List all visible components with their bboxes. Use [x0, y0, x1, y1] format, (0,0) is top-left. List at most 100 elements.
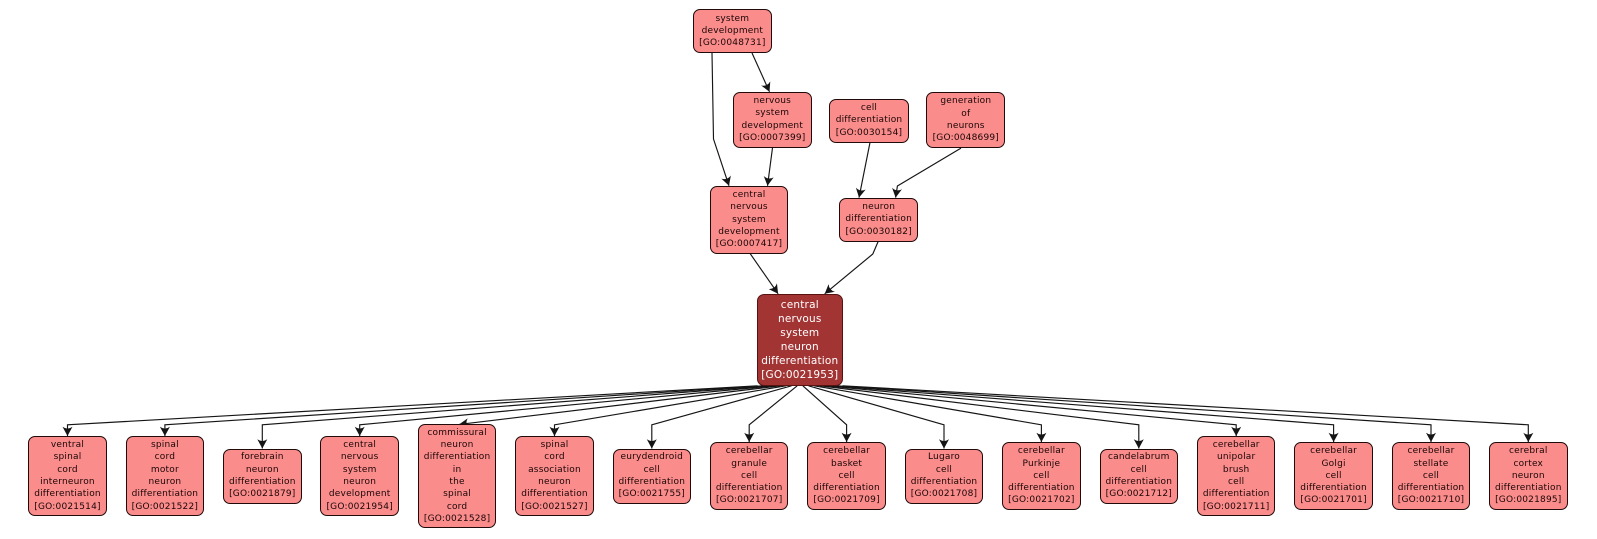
- node-term-word: neuron: [538, 477, 571, 487]
- edge-go-0030182-to-go-0021953: [824, 241, 879, 295]
- edge-go-0007417-to-go-0021953: [749, 253, 779, 295]
- node-go-id: [GO:0048699]: [932, 133, 1000, 144]
- node-term-word: of: [961, 108, 971, 119]
- node-term-word: ventral: [50, 440, 85, 451]
- node-go-id: [GO:0021528]: [423, 513, 491, 524]
- node-term-word: development: [701, 25, 764, 36]
- node-go-id: [GO:0021522]: [131, 501, 199, 512]
- node-term-word: Golgi: [1321, 458, 1346, 469]
- node-term-word: system: [342, 464, 377, 475]
- node-term-word: cell: [1325, 470, 1342, 481]
- node-term-word: cord: [154, 452, 176, 463]
- node-term-word: neurons: [946, 121, 985, 132]
- node-go-id: [GO:0030154]: [835, 127, 903, 138]
- node-term-word: cerebellar: [1212, 440, 1260, 451]
- node-term-word: generation: [940, 96, 992, 107]
- edge-go-0021953-to-go-0021701: [831, 385, 1339, 442]
- node-term-word: cell: [643, 464, 660, 475]
- node-term-word: cerebellar: [725, 446, 773, 457]
- node-term-word: differentiation: [1105, 477, 1173, 487]
- node-term-word: differentiation: [761, 354, 839, 367]
- node-term-word: differentiation: [228, 477, 296, 487]
- node-go-id: [GO:0021709]: [813, 495, 880, 506]
- node-go-id: [GO:0021879]: [229, 489, 296, 500]
- node-term-word: differentiation: [1397, 483, 1465, 494]
- edge-go-0021953-to-go-0021522: [159, 385, 764, 436]
- node-go-id: [GO:0021954]: [326, 501, 393, 512]
- node-term-word: spinal: [53, 452, 82, 463]
- node-term-word: cerebellar: [1017, 446, 1065, 457]
- node-go-id: [GO:0021755]: [618, 489, 686, 500]
- node-go-id: [GO:0007417]: [715, 239, 783, 250]
- edge-go-0021953-to-go-0021527: [549, 385, 786, 436]
- edge-go-0021953-to-go-0021895: [842, 385, 1534, 442]
- node-term-word: nervous: [753, 96, 792, 107]
- node-go-id: [GO:0021702]: [1008, 495, 1075, 506]
- node-go-id: [GO:0021527]: [521, 501, 588, 512]
- node-term-word: cord: [57, 464, 78, 475]
- node-go-id: [GO:0021701]: [1300, 495, 1367, 506]
- node-term-word: cell: [1130, 464, 1147, 475]
- node-go-id: [GO:0021712]: [1105, 489, 1173, 500]
- node-term-word: differentiation: [845, 214, 912, 225]
- node-term-word: in: [452, 464, 462, 475]
- node-term-word: cortex: [1513, 458, 1544, 469]
- node-term-word: commissural: [427, 427, 487, 438]
- node-go-id: [GO:0021711]: [1202, 501, 1270, 512]
- node-go-id: [GO:0030182]: [845, 226, 912, 237]
- node-term-word: development: [718, 226, 780, 237]
- edge-go-0021953-to-go-0021702: [814, 385, 1047, 442]
- node-term-word: cell: [935, 464, 953, 475]
- node-term-word: unipolar: [1216, 452, 1256, 463]
- edge-go-0048699-to-go-0030182: [892, 147, 962, 198]
- node-term-word: differentiation: [715, 483, 783, 494]
- node-term-word: cell: [838, 470, 855, 481]
- node-term-word: differentiation: [1300, 483, 1367, 494]
- node-term-word: granule: [731, 458, 768, 469]
- node-term-word: central: [780, 298, 819, 311]
- node-term-word: cell: [860, 103, 878, 113]
- edge-go-0021953-to-go-0021709: [802, 385, 852, 442]
- node-term-word: differentiation: [813, 483, 880, 494]
- node-go-id: [GO:0021514]: [34, 501, 101, 512]
- edge-go-0021953-to-go-0021711: [825, 385, 1242, 436]
- node-term-word: differentiation: [910, 477, 978, 487]
- node-term-word: neuron: [148, 477, 182, 487]
- node-term-word: system: [780, 326, 820, 339]
- node-term-word: cord: [544, 452, 565, 463]
- edge-go-0021953-to-go-0021708: [808, 385, 949, 449]
- edge-go-0021953-to-go-0021707: [744, 385, 798, 442]
- node-term-word: system: [732, 214, 766, 225]
- edge-go-0021953-to-go-0021712: [819, 385, 1144, 449]
- node-term-word: Lugaro: [928, 452, 960, 463]
- node-term-word: neuron: [780, 340, 819, 353]
- node-go-id: [GO:0021895]: [1495, 495, 1562, 506]
- node-term-word: spinal: [540, 440, 569, 451]
- node-go-id: [GO:0021708]: [910, 489, 978, 500]
